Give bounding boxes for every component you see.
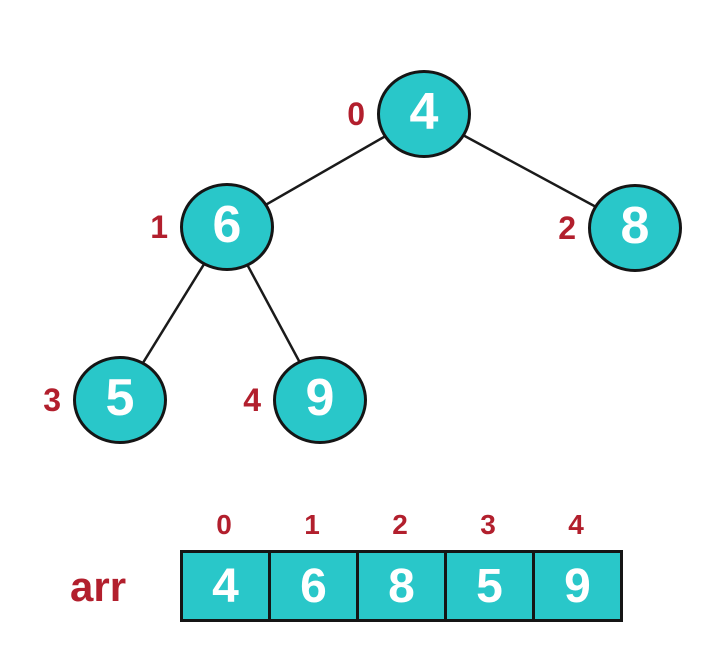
node-value: 4 <box>409 83 439 141</box>
node-value: 9 <box>305 369 335 427</box>
array-cell-4: 9 <box>532 550 623 622</box>
array-index-1: 1 <box>304 509 320 540</box>
array-index-2: 2 <box>392 509 408 540</box>
node-value: 5 <box>105 369 135 427</box>
array-cell-row: 4 6 8 5 9 <box>180 550 623 622</box>
array-cell-0: 4 <box>180 550 271 622</box>
array-name-label: arr <box>70 563 127 610</box>
tree-node-root: 4 <box>377 70 471 158</box>
tree-node-right: 8 <box>588 184 682 272</box>
node-index-label-3: 3 <box>43 382 61 418</box>
node-index-label-1: 1 <box>150 209 168 245</box>
node-index-label-2: 2 <box>558 210 576 246</box>
array-index-row: 0 1 2 3 4 <box>180 508 620 542</box>
array-index-3: 3 <box>480 509 496 540</box>
array-index-4: 4 <box>568 509 584 540</box>
tree-node-left-left: 5 <box>73 356 167 444</box>
node-index-label-0: 0 <box>347 96 365 132</box>
node-index-label-4: 4 <box>243 382 261 418</box>
node-value: 6 <box>212 196 242 254</box>
tree-node-left: 6 <box>180 183 274 271</box>
array-index-0: 0 <box>216 509 232 540</box>
array-cell-2: 8 <box>356 550 447 622</box>
node-value: 8 <box>620 197 650 255</box>
array-cell-3: 5 <box>444 550 535 622</box>
tree-node-left-right: 9 <box>273 356 367 444</box>
array-cell-1: 6 <box>268 550 359 622</box>
